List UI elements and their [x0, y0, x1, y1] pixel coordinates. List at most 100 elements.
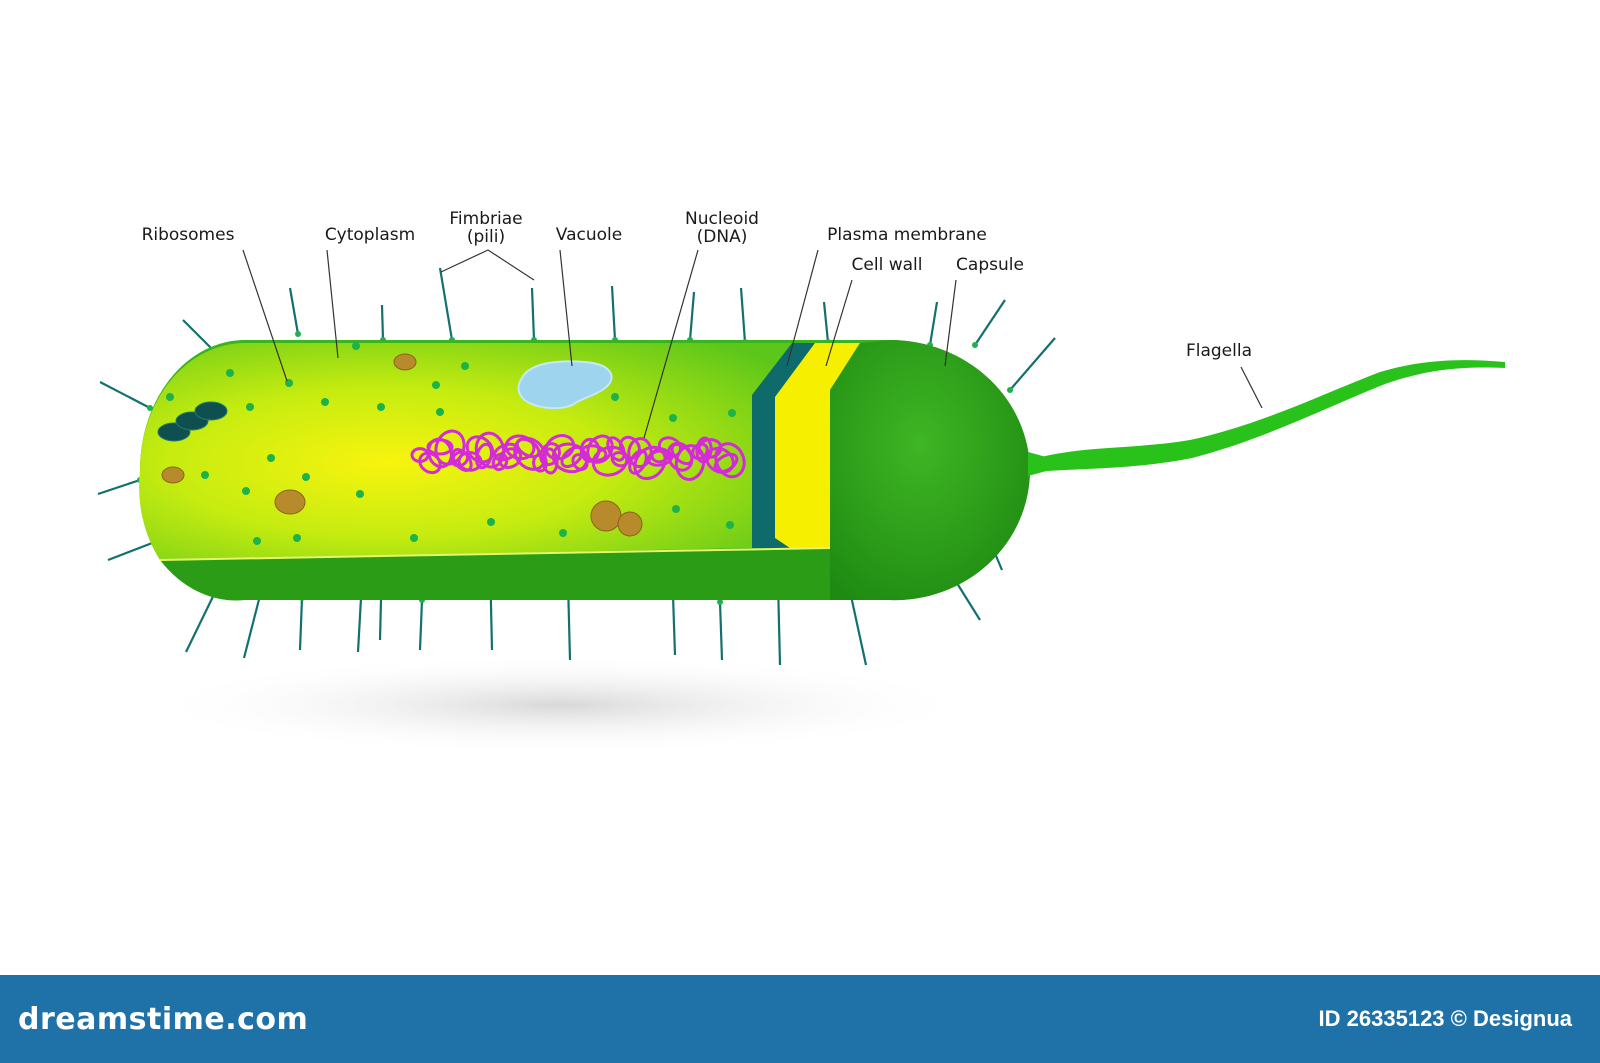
label-plasma-membrane: Plasma membrane	[827, 225, 987, 245]
ribosome	[377, 403, 385, 411]
ribosome	[321, 398, 329, 406]
vacuole	[517, 360, 613, 410]
footer-stock-id: ID 26335123 © Designua	[1318, 1006, 1572, 1031]
ribosome	[461, 362, 469, 370]
pilus	[974, 299, 1006, 346]
pilus	[182, 319, 216, 353]
dna-loop	[713, 452, 739, 474]
dna-loop	[451, 448, 473, 472]
cell-wall	[775, 343, 860, 548]
ribosome	[201, 471, 209, 479]
label-capsule: Capsule	[956, 255, 1024, 275]
granule	[393, 353, 417, 371]
pilus	[530, 287, 536, 341]
pilus-base	[295, 331, 301, 337]
dna-loop	[418, 451, 442, 475]
leader-capsule	[944, 279, 957, 367]
leader-cell-wall	[825, 279, 853, 367]
ribosome	[728, 409, 736, 417]
dna-loop	[670, 442, 694, 466]
ribosome	[410, 534, 418, 542]
ribosome	[246, 403, 254, 411]
flagellum	[1030, 360, 1505, 472]
dna-loop	[426, 438, 454, 456]
ribosome	[293, 534, 301, 542]
cell-shadow	[140, 655, 980, 755]
label-dna: (DNA)	[697, 227, 748, 247]
granule	[617, 511, 643, 537]
ribosome	[267, 454, 275, 462]
label-cell-wall: Cell wall	[852, 255, 923, 275]
leader-fimbriae	[440, 249, 535, 281]
pilus-base	[717, 599, 723, 605]
dna-loop	[628, 449, 648, 475]
pilus	[718, 601, 724, 661]
ribosome	[559, 529, 567, 537]
leader-nucleoid	[643, 249, 699, 439]
pilus	[822, 301, 830, 343]
pilus	[739, 287, 747, 343]
pilus-base	[972, 342, 978, 348]
dna-loop	[606, 436, 626, 462]
cut-edge	[159, 547, 831, 561]
pilus	[688, 291, 696, 341]
granule	[274, 489, 306, 515]
ribosomes-group	[166, 342, 736, 545]
label-fimbriae: Fimbriae	[449, 209, 522, 229]
pilus-base	[147, 405, 153, 411]
label-cytoplasm: Cytoplasm	[325, 225, 415, 245]
ribosome	[669, 414, 677, 422]
inclusion-disc	[194, 401, 228, 421]
dna-loop	[695, 436, 713, 464]
pilus-base	[1007, 387, 1013, 393]
ribosome	[436, 408, 444, 416]
pilus	[610, 285, 617, 341]
footer-brand: dreamstime.com	[18, 1001, 309, 1037]
leader-ribosomes	[242, 249, 288, 382]
dna-loop	[491, 452, 509, 472]
pilus	[97, 478, 141, 496]
ribosome	[611, 393, 619, 401]
ribosome	[356, 490, 364, 498]
capsule-end	[830, 340, 1030, 601]
capsule-lower-band	[160, 548, 830, 601]
ribosome	[726, 521, 734, 529]
granule	[161, 466, 185, 484]
ribosome	[166, 393, 174, 401]
ribosome	[302, 473, 310, 481]
inclusion-discs	[157, 401, 228, 442]
dna-loop	[580, 444, 608, 462]
leader-flagella	[1240, 366, 1263, 409]
pilus	[1009, 337, 1056, 391]
pilus	[418, 599, 424, 651]
pilus	[438, 267, 454, 341]
label-ribosomes: Ribosomes	[142, 225, 235, 245]
dna-loop	[475, 442, 493, 470]
pilus	[99, 381, 151, 409]
label-flagella: Flagella	[1186, 341, 1252, 361]
pilus	[288, 287, 300, 335]
dna-loop	[560, 445, 584, 469]
ribosome	[487, 518, 495, 526]
leader-vacuole	[559, 249, 573, 367]
ribosome	[242, 487, 250, 495]
label-nucleoid: Nucleoid	[685, 209, 759, 229]
plasma-membrane	[752, 343, 815, 548]
label-vacuole: Vacuole	[556, 225, 622, 245]
ribosome	[352, 342, 360, 350]
leader-cytoplasm	[326, 249, 339, 359]
ribosome	[432, 381, 440, 389]
ribosome	[253, 537, 261, 545]
leader-plasma-membrane	[786, 249, 819, 367]
nucleoid-dna	[410, 429, 746, 481]
pilus	[298, 597, 304, 651]
pilus	[928, 301, 939, 346]
ribosome	[672, 505, 680, 513]
dna-loop	[646, 449, 674, 467]
footer-bar: dreamstime.com ID 26335123 © Designua	[0, 975, 1600, 1063]
granule	[590, 500, 622, 532]
label-pili: (pili)	[467, 227, 505, 247]
dna-loop	[541, 447, 559, 475]
granules-group	[161, 353, 643, 537]
